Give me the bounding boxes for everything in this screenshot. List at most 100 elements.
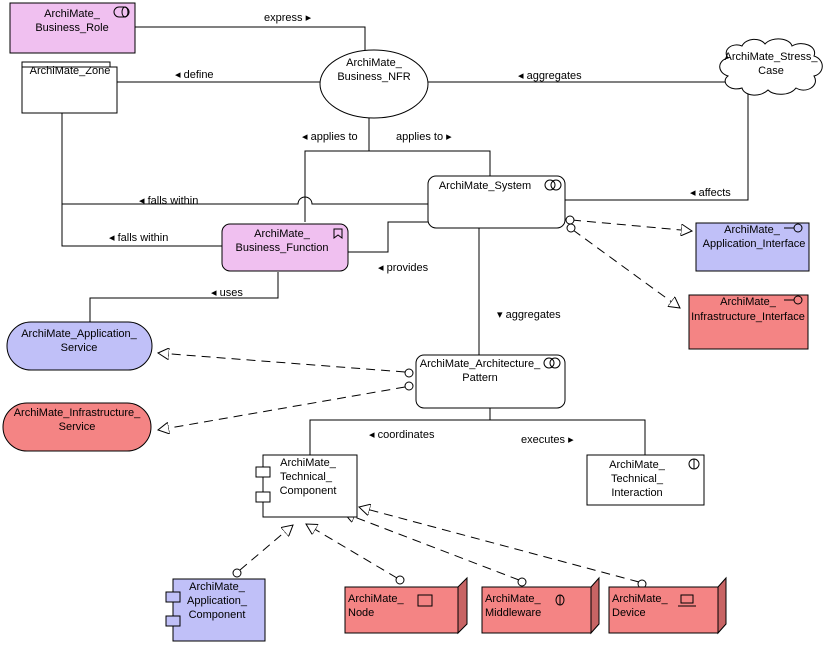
- node-device[interactable]: ArchiMate_ Device: [608, 576, 727, 635]
- node-label: Application_: [187, 595, 248, 607]
- port-circle: [395, 575, 405, 585]
- edge-falls-within-upper[interactable]: [61, 113, 428, 205]
- node-label: ArchiMate_: [348, 593, 405, 605]
- node-label: ArchiMate_: [346, 57, 403, 69]
- edge-realize-from-middleware[interactable]: [344, 513, 520, 581]
- node-label: ArchiMate_: [612, 593, 669, 605]
- edge-realize-infra-interface[interactable]: [572, 229, 680, 308]
- node-label: ArchiMate_Application_: [21, 328, 137, 340]
- collaboration-icon: [543, 357, 561, 369]
- node-stress-case[interactable]: ArchiMate_Stress_ Case: [719, 38, 823, 96]
- role-icon: [113, 6, 130, 18]
- edge-executes[interactable]: [490, 419, 646, 455]
- node-middleware[interactable]: ArchiMate_ Middleware: [481, 576, 600, 635]
- edge-applies-to[interactable]: [304, 150, 491, 222]
- edge-affects[interactable]: [565, 90, 749, 201]
- node-application-interface[interactable]: ArchiMate_ Application_Interface: [695, 222, 810, 272]
- node-label: ArchiMate_: [280, 457, 337, 469]
- node-infrastructure-service[interactable]: ArchiMate_Infrastructure_ Service: [2, 402, 152, 452]
- middleware-icon: [555, 594, 565, 606]
- node-label: ArchiMate_Zone: [30, 65, 111, 77]
- node-infrastructure-interface[interactable]: ArchiMate_ Infrastructure_Interface: [688, 294, 809, 350]
- edge-falls-within-lower[interactable]: [61, 204, 222, 247]
- edge-realize-from-app-component[interactable]: [239, 525, 293, 571]
- node-label: Application_Interface: [703, 238, 806, 250]
- port-circle: [517, 577, 527, 587]
- node-label: Interaction: [611, 487, 662, 499]
- node-label: ArchiMate_Architecture_: [420, 358, 541, 370]
- label-define: ◂ define: [175, 69, 214, 81]
- label-aggregates-down: ▾ aggregates: [497, 309, 561, 321]
- service-shape: [6, 321, 153, 371]
- node-label: ArchiMate_: [44, 8, 101, 20]
- ellipse-shape: [319, 49, 429, 119]
- label-uses: ◂ uses: [211, 287, 243, 299]
- label-applies-to-right: applies to ▸: [396, 131, 452, 143]
- port-circle: [565, 215, 575, 225]
- node-label: ArchiMate_: [254, 228, 311, 240]
- port-circle: [404, 381, 414, 391]
- node-label: Business_Role: [35, 22, 108, 34]
- node-label: Pattern: [462, 372, 497, 384]
- node-technical-interaction[interactable]: ArchiMate_ Technical_ Interaction: [586, 454, 705, 506]
- node-label: ArchiMate_: [720, 296, 777, 308]
- label-coordinates: ◂ coordinates: [369, 429, 435, 441]
- edge-labels: express ▸ ◂ define ◂ aggregates ◂ applie…: [109, 12, 731, 446]
- node-label: Middleware: [485, 607, 541, 619]
- node-label: Technical_: [611, 473, 664, 485]
- node-label: Component: [189, 609, 246, 621]
- node-business-role[interactable]: ArchiMate_ Business_Role: [9, 2, 136, 54]
- node-label: ArchiMate_Infrastructure_: [14, 407, 141, 419]
- interface-icon: [784, 223, 803, 233]
- cloud-shape: [719, 38, 823, 96]
- edge-express[interactable]: [135, 26, 366, 56]
- node-label: Business_Function: [236, 242, 329, 254]
- device-icon: [678, 594, 696, 607]
- label-executes: executes ▸: [521, 434, 574, 446]
- interface-icon: [784, 295, 803, 305]
- node-label: Technical_: [280, 471, 333, 483]
- label-falls-within-lower: ◂ falls within: [109, 232, 168, 244]
- node-label: Business_NFR: [337, 71, 410, 83]
- component-icon: [165, 591, 181, 627]
- node-node[interactable]: ArchiMate_ Node: [344, 576, 468, 635]
- node-label: ArchiMate_: [189, 581, 246, 593]
- edge-provides[interactable]: [348, 221, 428, 253]
- node-zone[interactable]: ArchiMate_Zone: [21, 61, 118, 114]
- label-affects: ◂ affects: [690, 187, 731, 199]
- node-system[interactable]: ArchiMate_System: [427, 175, 566, 229]
- node-business-nfr[interactable]: ArchiMate_ Business_NFR: [319, 49, 429, 119]
- collaboration-icon: [544, 179, 562, 191]
- label-provides: ◂ provides: [378, 262, 429, 274]
- node-architecture-pattern[interactable]: ArchiMate_Architecture_ Pattern: [415, 354, 566, 409]
- node-icon: [417, 594, 433, 607]
- edge-realize-from-device[interactable]: [359, 507, 640, 583]
- node-label: Case: [758, 65, 784, 77]
- zone-tab-icon: [21, 61, 111, 67]
- node-label: ArchiMate_Stress_: [725, 51, 819, 63]
- node-application-component[interactable]: ArchiMate_ Application_ Component: [165, 578, 266, 642]
- node-business-function[interactable]: ArchiMate_ Business_Function: [221, 223, 349, 272]
- interaction-icon: [688, 458, 700, 470]
- edges: [61, 26, 749, 589]
- label-express: express ▸: [264, 12, 312, 24]
- port-circle: [566, 223, 576, 233]
- function-bookmark-icon: [333, 228, 343, 239]
- edge-realize-app-interface[interactable]: [571, 219, 692, 231]
- node-application-service[interactable]: ArchiMate_Application_ Service: [6, 321, 153, 371]
- edge-uses[interactable]: [89, 272, 279, 322]
- label-applies-to-left: ◂ applies to: [302, 131, 358, 143]
- node-label: Device: [612, 607, 646, 619]
- edge-realize-app-service[interactable]: [158, 353, 406, 373]
- port-circle: [232, 568, 242, 578]
- node-label: Node: [348, 607, 374, 619]
- node-label: ArchiMate_: [485, 593, 542, 605]
- node-label: ArchiMate_: [609, 459, 666, 471]
- node-label: Service: [61, 342, 98, 354]
- edge-realize-infra-service[interactable]: [158, 386, 406, 430]
- node-technical-component[interactable]: ArchiMate_ Technical_ Component: [255, 454, 358, 518]
- node-label: Infrastructure_Interface: [691, 311, 805, 323]
- edge-realize-from-node[interactable]: [306, 524, 398, 579]
- edge-coordinates[interactable]: [309, 408, 491, 455]
- node-label: Component: [280, 485, 337, 497]
